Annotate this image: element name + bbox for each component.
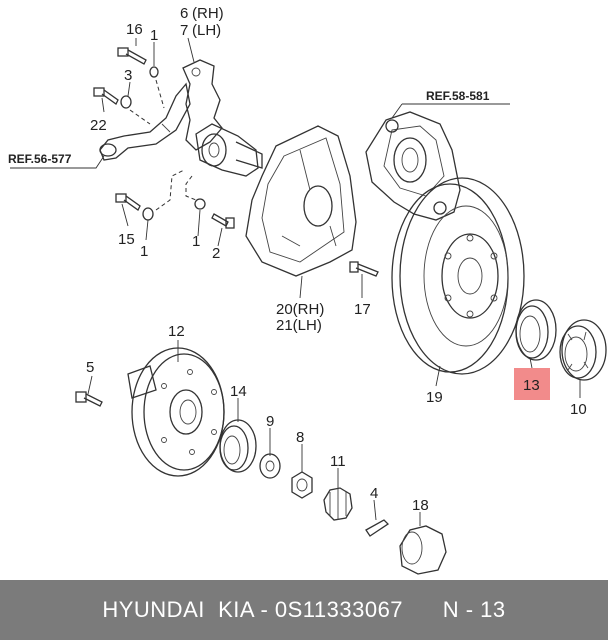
label-17: 17	[354, 301, 371, 318]
cotter-pin-4	[365, 519, 390, 537]
label-2: 2	[212, 245, 220, 262]
bolt-5	[75, 391, 103, 407]
bolt-22	[93, 87, 119, 105]
part-number-footer: HYUNDAI KIA - 0S11333067 N - 13	[0, 580, 608, 640]
bolt-2	[211, 213, 235, 229]
washer-9	[259, 453, 281, 479]
label-1-mid: 1	[192, 233, 200, 250]
label-1-top: 1	[150, 27, 158, 44]
bearing-14	[219, 419, 257, 473]
nut-8	[291, 471, 313, 499]
diagram-canvas: 16 1 3 22 6 (RH) 7 (LH) REF.56-577 REF.5…	[8, 5, 607, 575]
lock-cap-11	[323, 487, 353, 521]
steering-knuckle	[182, 59, 263, 177]
label-12: 12	[168, 323, 185, 340]
footer-part-ref: N - 13	[442, 597, 506, 622]
wheel-hub-12	[127, 347, 225, 477]
washer-1	[149, 66, 159, 78]
exploded-parts-diagram: 16 1 3 22 6 (RH) 7 (LH) REF.56-577 REF.5…	[8, 5, 607, 575]
brake-caliper	[365, 111, 461, 221]
hub-cap-18	[399, 525, 447, 575]
label-16: 16	[126, 21, 143, 38]
washer-1c	[194, 198, 206, 210]
label-5: 5	[86, 359, 94, 376]
part-13-highlight	[514, 368, 550, 400]
label-7: 7	[180, 22, 188, 39]
bearing-10	[559, 319, 607, 381]
washer-1b	[142, 207, 154, 221]
label-18: 18	[412, 497, 429, 514]
label-7-lh: (LH)	[192, 22, 221, 39]
label-6: 6	[180, 5, 188, 22]
ref-left: REF.56-577	[8, 152, 72, 166]
label-15: 15	[118, 231, 135, 248]
label-8: 8	[296, 429, 304, 446]
label-9: 9	[266, 413, 274, 430]
label-20-rh: 20(RH)	[276, 301, 324, 318]
washer-3	[120, 95, 132, 109]
footer-spacer	[403, 597, 443, 623]
label-3: 3	[124, 67, 132, 84]
oil-seal-13	[515, 299, 557, 361]
ref-right: REF.58-581	[426, 89, 490, 103]
label-6-rh: (RH)	[192, 5, 224, 22]
label-21-lh: 21(LH)	[276, 317, 322, 334]
bolt-16	[117, 47, 147, 65]
dust-shield	[245, 125, 357, 277]
label-19: 19	[426, 389, 443, 406]
label-4: 4	[370, 485, 378, 502]
footer-brand-code: HYUNDAI KIA - 0S11333067	[102, 597, 404, 622]
label-13: 13	[523, 377, 540, 394]
label-22: 22	[90, 117, 107, 134]
brake-disc	[391, 177, 525, 375]
bolt-15	[115, 193, 141, 211]
label-1-left: 1	[140, 243, 148, 260]
label-10: 10	[570, 401, 587, 418]
leader-lines	[10, 37, 581, 526]
label-14: 14	[230, 383, 247, 400]
bolt-17	[349, 261, 379, 277]
steering-arm	[99, 82, 191, 161]
label-11: 11	[330, 453, 346, 470]
